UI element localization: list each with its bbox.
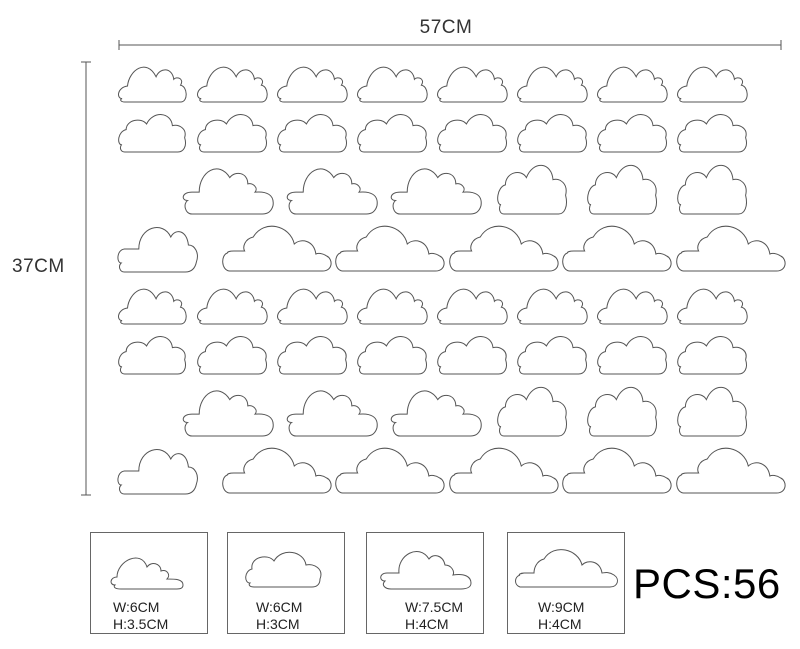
cloud-sticker-icon xyxy=(518,67,588,102)
cloud-sticker-icon xyxy=(598,289,668,324)
variant-4-height: H:4CM xyxy=(538,616,582,632)
cloud-row-3 xyxy=(183,165,746,214)
variant-1-width: W:6CM xyxy=(113,599,160,615)
cloud-medium-icon xyxy=(380,551,472,590)
cloud-sticker-icon xyxy=(358,289,428,324)
variant-4-width: W:9CM xyxy=(538,599,585,615)
variant-3-height: H:4CM xyxy=(405,616,449,632)
cloud-sticker-icon xyxy=(563,448,671,493)
cloud-sticker-icon xyxy=(198,337,267,374)
cloud-sticker-icon xyxy=(287,169,377,214)
cloud-sticker-icon xyxy=(438,67,508,102)
pieces-count: PCS:56 xyxy=(633,560,781,607)
cloud-sticker-icon xyxy=(598,337,667,374)
cloud-row-7 xyxy=(183,387,746,436)
cloud-sticker-icon xyxy=(678,115,747,152)
size-variant-box-3: W:7.5CM H:4CM xyxy=(366,532,484,634)
cloud-sticker-icon xyxy=(518,115,587,152)
cloud-sticker-icon xyxy=(198,67,268,102)
cloud-small-tall-icon xyxy=(110,557,184,590)
cloud-sticker-icon xyxy=(438,115,507,152)
cloud-sticker-icon xyxy=(438,289,508,324)
cloud-sticker-icon xyxy=(358,67,428,102)
cloud-sticker-icon xyxy=(336,226,444,271)
cloud-sticker-icon xyxy=(287,391,377,436)
cloud-sticker-icon xyxy=(518,337,587,374)
cloud-grid xyxy=(118,67,785,494)
cloud-sticker-icon xyxy=(563,226,671,271)
variant-2-width: W:6CM xyxy=(256,599,303,615)
cloud-sticker-icon xyxy=(678,289,748,324)
cloud-sticker-icon xyxy=(278,115,347,152)
cloud-row-1 xyxy=(119,67,748,102)
cloud-sticker-icon xyxy=(678,165,747,214)
cloud-sticker-icon xyxy=(391,169,481,214)
height-dimension-label: 37CM xyxy=(12,256,65,277)
cloud-sticker-icon xyxy=(278,289,348,324)
size-variant-box-1: W:6CM H:3.5CM xyxy=(90,532,208,634)
cloud-sticker-icon xyxy=(119,289,187,324)
cloud-sticker-icon xyxy=(450,226,558,271)
cloud-sticker-icon xyxy=(358,337,427,374)
cloud-small-flat-icon xyxy=(245,551,322,588)
cloud-sticker-icon xyxy=(118,228,197,272)
cloud-row-8 xyxy=(118,448,785,494)
variant-2-height: H:3CM xyxy=(256,616,300,632)
cloud-row-5 xyxy=(119,289,748,324)
cloud-sticker-icon xyxy=(119,115,186,152)
cloud-sticker-icon xyxy=(278,67,348,102)
cloud-sticker-icon xyxy=(119,67,187,102)
variant-1-height: H:3.5CM xyxy=(113,616,169,632)
cloud-sticker-icon xyxy=(198,289,268,324)
cloud-sticker-icon xyxy=(498,387,567,436)
cloud-sticker-icon xyxy=(391,391,481,436)
cloud-sticker-icon xyxy=(518,289,588,324)
height-dimension-line xyxy=(81,61,91,496)
width-dimension-line xyxy=(118,40,782,50)
cloud-large-icon xyxy=(515,549,618,588)
cloud-sticker-icon xyxy=(223,448,331,493)
cloud-sticker-icon xyxy=(223,226,331,271)
cloud-sticker-icon xyxy=(119,337,186,374)
cloud-sticker-icon xyxy=(278,337,347,374)
cloud-sticker-icon xyxy=(598,115,667,152)
cloud-sticker-icon xyxy=(183,391,273,436)
cloud-row-6 xyxy=(119,337,747,374)
cloud-sticker-icon xyxy=(588,387,657,436)
cloud-sticker-icon xyxy=(677,448,785,493)
cloud-sticker-icon xyxy=(678,67,748,102)
cloud-sticker-icon xyxy=(450,448,558,493)
cloud-sticker-icon xyxy=(678,387,747,436)
cloud-sticker-icon xyxy=(498,165,567,214)
cloud-sticker-icon xyxy=(198,115,267,152)
cloud-sticker-icon xyxy=(183,169,273,214)
cloud-sticker-icon xyxy=(588,165,657,214)
cloud-sticker-icon xyxy=(336,448,444,493)
size-variant-box-2: W:6CM H:3CM xyxy=(227,532,345,634)
cloud-sticker-icon xyxy=(677,226,785,271)
variant-3-width: W:7.5CM xyxy=(405,599,464,615)
cloud-row-4 xyxy=(118,226,785,272)
cloud-sticker-icon xyxy=(358,115,427,152)
cloud-sticker-icon xyxy=(598,67,668,102)
cloud-sticker-icon xyxy=(118,450,197,494)
cloud-sticker-icon xyxy=(438,337,507,374)
width-dimension-label: 57CM xyxy=(419,17,473,38)
cloud-row-2 xyxy=(119,115,747,152)
cloud-sticker-icon xyxy=(678,337,747,374)
size-variant-box-4: W:9CM H:4CM xyxy=(507,532,625,634)
